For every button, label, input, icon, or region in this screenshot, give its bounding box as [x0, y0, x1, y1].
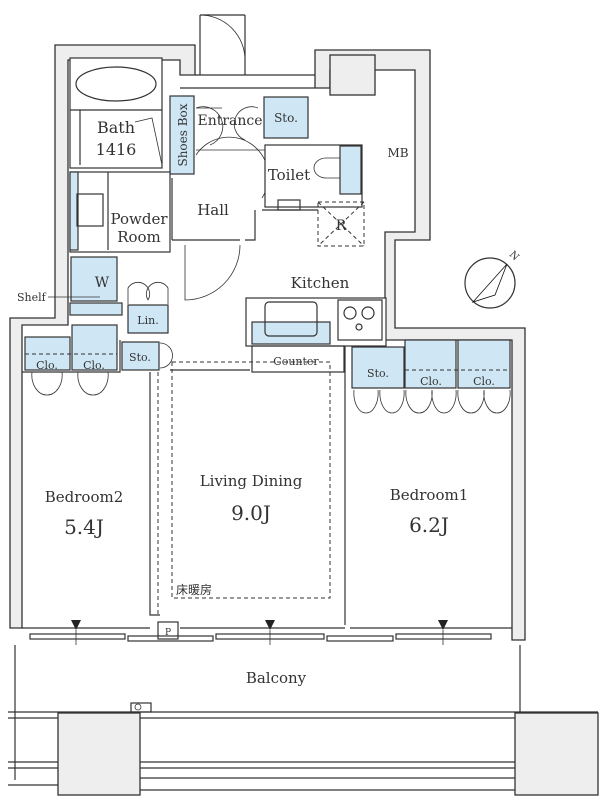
kitchen-label: Kitchen	[291, 274, 350, 292]
hall-storage	[121, 341, 160, 371]
duct-block	[329, 54, 376, 96]
hall-label: Hall	[197, 201, 229, 219]
windows	[29, 620, 492, 645]
shelf-label: Shelf	[17, 291, 47, 304]
mb-label: MB	[387, 146, 408, 160]
powder-room-label-1: Powder	[110, 210, 168, 228]
balcony-column-right	[514, 712, 599, 796]
floor-heating-label: 床暖房	[176, 582, 212, 597]
bedroom1-closet-a-label: Clo.	[420, 375, 442, 388]
powder-room: Powder Room	[69, 171, 171, 253]
entrance-storage	[263, 96, 309, 139]
exterior-walls	[9, 14, 526, 641]
outdoor-unit	[130, 702, 152, 713]
pipe-space-label: P	[165, 628, 171, 638]
shoes-box-label: Shoes Box	[176, 103, 190, 166]
shelf	[69, 302, 123, 316]
bedroom1-closet-b-label: Clo.	[473, 375, 495, 388]
shoes-box	[169, 95, 195, 175]
floor-heating-area	[171, 361, 331, 599]
refrigerator-space: R	[317, 201, 365, 247]
bedroom1-closet-b	[457, 339, 511, 389]
bath-size: 1416	[96, 140, 137, 159]
toilet-room: Toilet	[264, 144, 363, 211]
bedroom1-closet-a	[404, 339, 457, 389]
living-dining-size: 9.0J	[231, 501, 271, 525]
hall-storage-label: Sto.	[129, 351, 151, 364]
bath-room: Bath 1416	[69, 57, 163, 169]
bedroom2-label: Bedroom2	[45, 488, 124, 506]
balcony-label: Balcony	[246, 669, 307, 687]
kitchen-counter	[245, 297, 387, 373]
compass-north-label: N	[507, 249, 521, 263]
washer-label: W	[95, 275, 110, 291]
bedroom1-storage	[351, 346, 405, 389]
bedroom1-label: Bedroom1	[390, 486, 469, 504]
refrigerator-label: R	[336, 218, 347, 234]
balcony-column-left	[57, 712, 141, 796]
bedroom2-closet-a-label: Clo.	[36, 359, 58, 372]
pipe-space	[157, 621, 179, 640]
north-compass-icon: N	[464, 249, 521, 309]
toilet-label: Toilet	[268, 166, 310, 184]
bath-label: Bath	[97, 118, 135, 137]
linen-label: Lin.	[137, 314, 158, 327]
washer-space	[70, 256, 118, 302]
bedroom1-size: 6.2J	[409, 513, 449, 537]
bedroom2-closet-b-label: Clo.	[83, 359, 105, 372]
entrance-label: Entrance	[197, 113, 262, 129]
bedroom2-closet-b	[71, 324, 118, 371]
bedroom1-storage-label: Sto.	[367, 367, 389, 380]
linen-closet	[127, 304, 169, 334]
powder-room-label-2: Room	[117, 228, 161, 246]
living-dining-label: Living Dining	[200, 472, 303, 490]
entrance-storage-label: Sto.	[274, 111, 298, 125]
bedroom2-size: 5.4J	[64, 515, 104, 539]
counter-label: Counter	[273, 355, 319, 368]
